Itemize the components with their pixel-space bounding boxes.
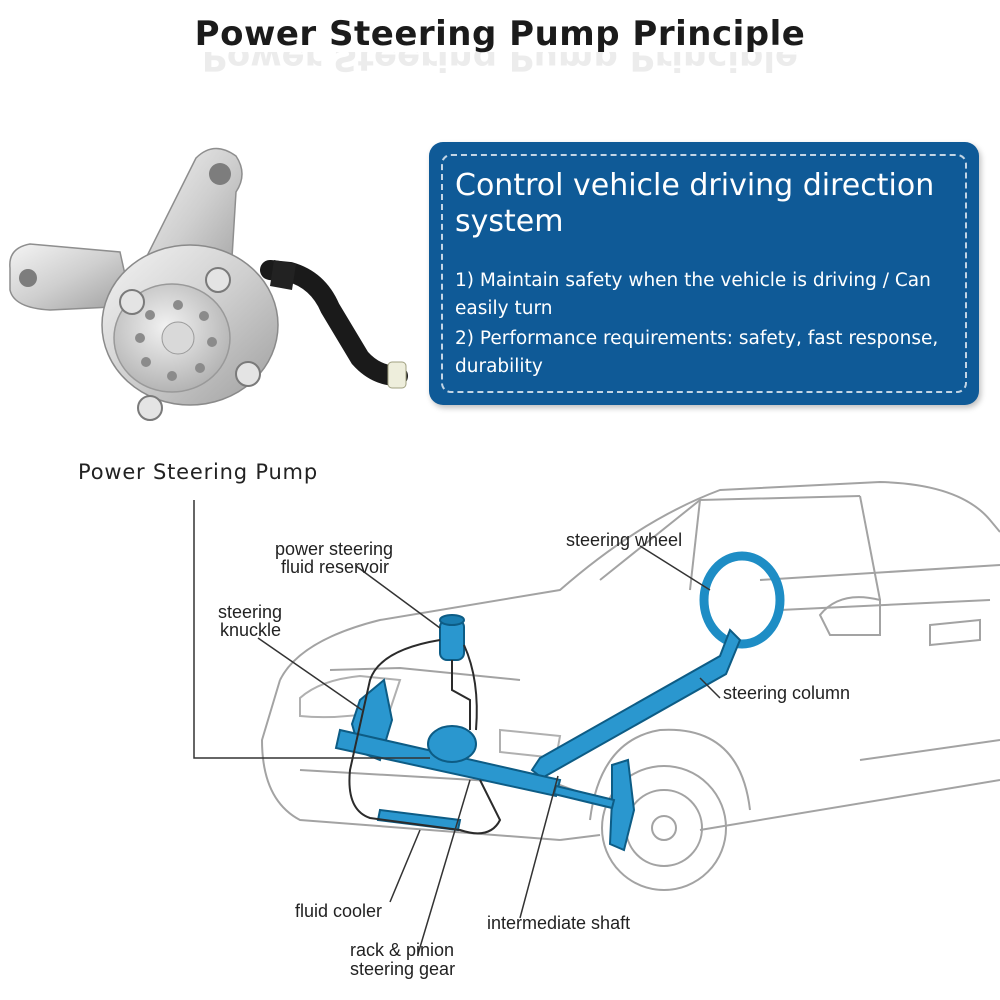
leader-lines — [193, 500, 721, 955]
steering-column — [530, 628, 742, 780]
fluid-lines — [348, 639, 502, 835]
rack-leader — [417, 779, 471, 955]
steering-wheel — [699, 551, 785, 649]
pump-hose-cap — [270, 260, 296, 290]
info-point-1: 1) Maintain safety when the vehicle is d… — [455, 270, 931, 319]
pump-hose — [260, 260, 408, 386]
bracket-hole-left — [19, 269, 37, 287]
page-title: Power Steering Pump Principle — [194, 14, 806, 54]
label-fluid-cooler: fluid cooler — [295, 901, 383, 921]
tie-rod-right — [552, 784, 616, 810]
info-points: 1) Maintain safety when the vehicle is d… — [455, 267, 965, 383]
label-steering-wheel: steering wheel — [566, 530, 683, 550]
info-point-2: 2) Performance requirements: safety, fas… — [455, 328, 939, 377]
pump-leader — [193, 500, 430, 759]
steering-components — [334, 551, 785, 852]
wheel-leader — [639, 545, 711, 591]
steering-system-diagram — [193, 481, 1000, 955]
label-rack-line1: rack & pinion — [350, 940, 455, 960]
info-heading: Control vehicle driving direction system — [455, 168, 935, 239]
pump-bolts — [119, 267, 261, 421]
car-outline — [261, 481, 1000, 841]
info-panel: Control vehicle driving direction system… — [429, 142, 979, 405]
label-reservoir-line2: fluid reservoir — [281, 557, 390, 577]
title-reflection: Power Steering Pump Principle — [201, 52, 799, 78]
title-block: Power Steering Pump Principle Power Stee… — [0, 14, 1000, 94]
label-rack-line2: steering gear — [350, 959, 456, 979]
cooler-leader — [389, 829, 421, 903]
label-steering-column: steering column — [723, 683, 851, 703]
pump-face-holes — [135, 300, 217, 381]
knuckle-leader — [257, 637, 363, 711]
info-panel-dashed-border — [441, 154, 967, 393]
pump-hub — [161, 321, 195, 355]
reservoir-leader — [355, 565, 441, 629]
label-power-steering-pump: Power Steering Pump — [78, 460, 318, 484]
label-intermediate-shaft: intermediate shaft — [487, 913, 631, 933]
front-wheel — [601, 765, 727, 891]
rack-pinion-gear — [334, 728, 562, 798]
shaft-leader — [519, 775, 559, 919]
pump-illustration — [9, 147, 408, 421]
side-mirror — [818, 596, 981, 647]
label-knuckle-line1: steering — [218, 602, 283, 622]
power-steering-pump — [427, 725, 477, 763]
label-knuckle-line2: knuckle — [220, 620, 282, 640]
bracket-hole-top — [209, 163, 231, 185]
pump-hose-end — [387, 361, 407, 389]
column-leader — [699, 677, 721, 699]
label-reservoir-line1: power steering — [275, 539, 394, 559]
